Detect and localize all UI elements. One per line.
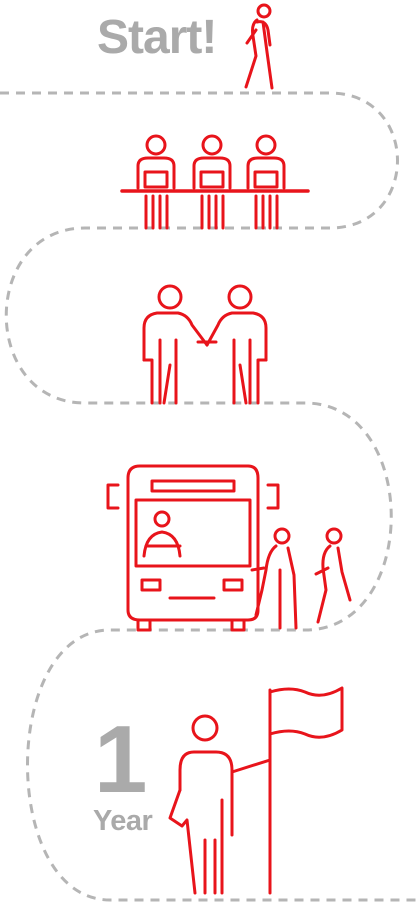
- boarding-passenger: [250, 527, 298, 630]
- year-number: 1: [94, 706, 148, 813]
- seated-person-2: [192, 134, 232, 230]
- seated-person-1: [136, 134, 176, 230]
- walking-passenger: [314, 527, 352, 624]
- year-label: Year: [93, 805, 153, 837]
- handshake-icon: [142, 284, 268, 405]
- start-label: Start!: [97, 11, 217, 64]
- walking-person-icon: [244, 3, 274, 90]
- dashed-journey-path: [0, 91, 416, 902]
- person-with-flag-icon: [168, 686, 344, 895]
- bus-boarding-icon: [106, 464, 352, 632]
- seated-person-3: [246, 134, 286, 230]
- bus: [106, 464, 280, 632]
- team-at-desk-icon: [120, 134, 310, 230]
